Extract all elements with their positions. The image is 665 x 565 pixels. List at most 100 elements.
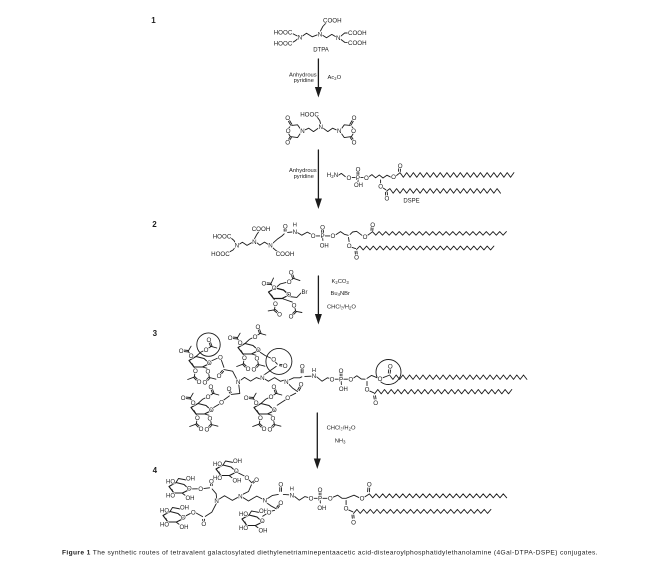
svg-text:O: O	[207, 415, 212, 422]
svg-text:O: O	[202, 380, 207, 387]
svg-text:O: O	[300, 364, 305, 371]
svg-text:4: 4	[153, 466, 158, 475]
svg-text:O: O	[209, 407, 214, 414]
svg-text:OH: OH	[259, 509, 268, 515]
svg-text:OH: OH	[233, 479, 242, 485]
svg-text:H: H	[290, 487, 294, 493]
svg-text:NH3: NH3	[335, 438, 346, 444]
svg-text:O: O	[354, 255, 359, 262]
svg-text:P: P	[356, 175, 360, 182]
svg-text:N: N	[318, 124, 322, 131]
svg-text:O: O	[195, 415, 200, 422]
svg-text:O: O	[373, 400, 378, 407]
svg-text:O: O	[271, 356, 276, 363]
svg-text:HO: HO	[160, 523, 169, 529]
svg-text:O: O	[286, 128, 291, 135]
svg-text:N: N	[236, 379, 240, 386]
svg-text:OH: OH	[180, 506, 189, 512]
svg-text:O: O	[254, 355, 259, 362]
svg-text:O: O	[219, 400, 224, 407]
svg-text:H: H	[293, 223, 297, 229]
svg-text:OH: OH	[259, 529, 268, 535]
svg-text:O: O	[193, 368, 198, 375]
svg-text:N: N	[318, 31, 322, 38]
svg-text:COOH: COOH	[348, 30, 367, 37]
svg-text:COOH: COOH	[348, 40, 367, 47]
svg-text:O: O	[191, 509, 196, 516]
svg-text:O: O	[391, 174, 396, 181]
svg-text:O: O	[254, 400, 259, 407]
svg-text:O: O	[254, 477, 259, 484]
svg-text:HO: HO	[213, 476, 222, 482]
svg-text:O: O	[256, 347, 261, 354]
svg-text:OH: OH	[339, 387, 348, 393]
svg-text:HOOC: HOOC	[300, 112, 319, 119]
svg-text:O: O	[363, 234, 368, 241]
svg-text:O: O	[269, 394, 274, 401]
svg-text:O: O	[267, 427, 272, 434]
svg-text:OH: OH	[186, 477, 195, 483]
svg-text:O: O	[277, 311, 282, 318]
svg-text:O: O	[356, 167, 361, 174]
svg-text:O: O	[271, 384, 276, 391]
svg-text:1: 1	[151, 16, 156, 25]
svg-text:HO: HO	[166, 494, 175, 500]
svg-text:O: O	[198, 486, 203, 493]
svg-text:N: N	[252, 239, 256, 246]
svg-text:O: O	[191, 400, 196, 407]
svg-text:O: O	[179, 348, 184, 355]
svg-text:O: O	[330, 376, 335, 383]
svg-text:O: O	[348, 376, 353, 383]
svg-text:N: N	[284, 379, 288, 386]
svg-text:O: O	[228, 335, 233, 342]
svg-text:O: O	[204, 427, 209, 434]
svg-text:P: P	[321, 233, 325, 240]
svg-text:O: O	[352, 115, 357, 122]
svg-text:OH: OH	[354, 183, 363, 189]
svg-text:O: O	[206, 394, 211, 401]
svg-text:N: N	[260, 375, 264, 382]
svg-text:P: P	[318, 496, 322, 503]
svg-text:O: O	[244, 395, 249, 402]
svg-text:O: O	[197, 379, 202, 386]
svg-text:O: O	[289, 313, 294, 320]
svg-text:N: N	[336, 35, 340, 42]
svg-text:P: P	[339, 376, 343, 383]
svg-text:O: O	[205, 368, 210, 375]
svg-text:Figure 1 The synthetic routes: Figure 1 The synthetic routes of tetrava…	[62, 550, 598, 557]
svg-text:O: O	[285, 115, 290, 122]
svg-text:N: N	[235, 243, 239, 250]
svg-text:O: O	[365, 387, 370, 394]
svg-text:O: O	[261, 281, 266, 288]
svg-text:N: N	[298, 34, 302, 41]
svg-text:pyridine: pyridine	[294, 78, 314, 84]
svg-text:3: 3	[153, 329, 158, 338]
svg-text:O: O	[364, 175, 369, 182]
svg-text:O: O	[242, 355, 247, 362]
svg-text:O: O	[253, 334, 258, 341]
svg-text:O: O	[272, 285, 277, 292]
svg-text:O: O	[272, 407, 277, 414]
svg-text:O: O	[278, 500, 283, 507]
svg-text:HO: HO	[213, 462, 222, 468]
svg-text:OH: OH	[186, 496, 195, 502]
svg-text:O: O	[339, 368, 344, 375]
svg-text:O: O	[360, 496, 365, 503]
svg-text:CHCl3/H2O: CHCl3/H2O	[327, 426, 356, 432]
svg-text:Ac2O: Ac2O	[328, 75, 342, 81]
svg-text:O: O	[207, 360, 212, 367]
svg-text:O: O	[244, 475, 249, 482]
svg-text:O: O	[285, 140, 290, 147]
svg-text:H2N: H2N	[327, 172, 338, 179]
svg-text:O: O	[330, 233, 335, 240]
svg-text:O: O	[262, 426, 267, 433]
svg-text:Bu4NBr: Bu4NBr	[331, 291, 350, 297]
svg-text:O: O	[181, 515, 186, 522]
svg-text:HOOC: HOOC	[211, 251, 230, 258]
svg-text:N: N	[300, 128, 304, 135]
svg-text:O: O	[388, 364, 393, 371]
svg-text:O: O	[285, 395, 290, 402]
svg-text:N: N	[337, 128, 341, 135]
svg-text:HOOC: HOOC	[274, 30, 293, 37]
svg-text:O: O	[352, 140, 357, 147]
